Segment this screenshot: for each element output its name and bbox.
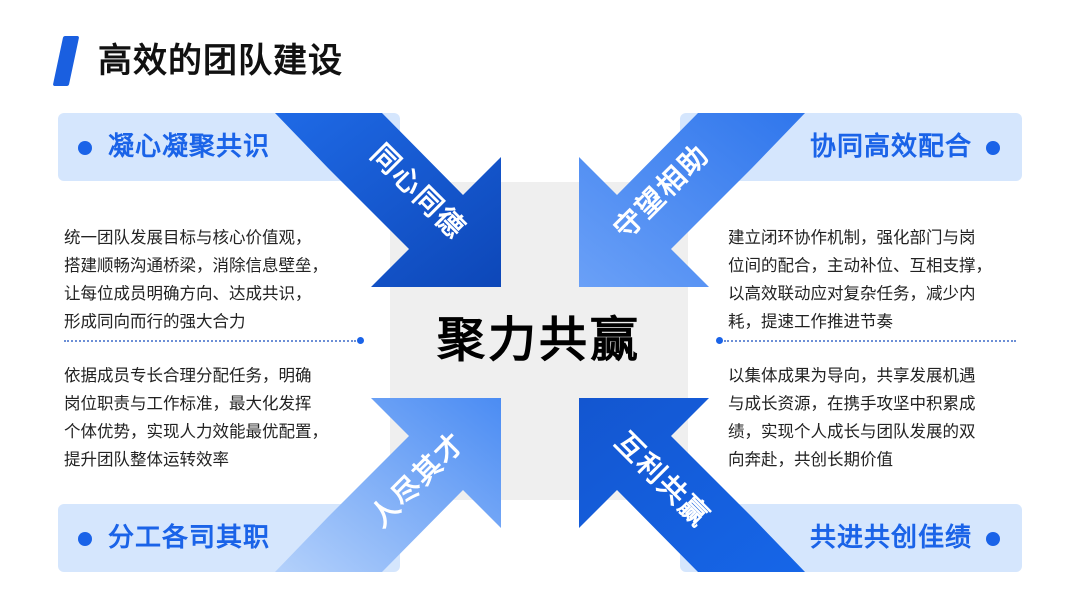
paragraph-line: 岗位职责与工作标准，最大化发挥 — [64, 394, 312, 413]
center-title: 聚力共赢 — [436, 312, 641, 368]
corner-label-bottom-right: 共进共创佳绩 — [809, 523, 972, 553]
separator-dot-icon — [357, 337, 364, 344]
bullet-dot-icon — [986, 532, 1000, 546]
separator-dot-icon — [716, 337, 723, 344]
paragraph-line: 搭建顺畅沟通桥梁，消除信息壁垒， — [64, 256, 328, 275]
bullet-dot-icon — [986, 141, 1000, 155]
paragraph-line: 让每位成员明确方向、达成共识， — [64, 284, 312, 303]
arrow-top-right — [579, 113, 805, 287]
paragraph-line: 依据成员专长合理分配任务，明确 — [64, 366, 312, 385]
paragraph-line: 个体优势，实现人力效能最优配置， — [64, 422, 328, 441]
page-title: 高效的团队建设 — [98, 41, 343, 81]
paragraph-line: 绩，实现个人成长与团队发展的双 — [728, 422, 976, 441]
paragraph-line: 位间的配合，主动补位、互相支撑， — [728, 256, 992, 275]
separator-left — [64, 340, 356, 342]
paragraph-line: 提升团队整体运转效率 — [64, 450, 229, 469]
separator-right — [724, 340, 1016, 342]
arrow-bottom-left — [275, 398, 501, 572]
paragraph-line: 以高效联动应对复杂任务，减少内 — [728, 284, 976, 303]
arrow-top-left — [275, 113, 501, 287]
corner-label-top-right: 协同高效配合 — [809, 132, 972, 162]
corner-label-bottom-left: 分工各司其职 — [108, 523, 271, 553]
paragraph-line: 向奔赴，共创长期价值 — [728, 450, 893, 469]
paragraph-line: 耗，提速工作推进节奏 — [728, 312, 893, 331]
paragraph-line: 建立闭环协作机制，强化部门与岗 — [728, 228, 976, 247]
paragraph-line: 统一团队发展目标与核心价值观， — [64, 228, 312, 247]
paragraph-top-left: 统一团队发展目标与核心价值观， 搭建顺畅沟通桥梁，消除信息壁垒， 让每位成员明确… — [64, 224, 328, 336]
paragraph-line: 形成同向而行的强大合力 — [64, 312, 246, 331]
paragraph-line: 与成长资源，在携手攻坚中积累成 — [728, 394, 976, 413]
bullet-dot-icon — [78, 141, 92, 155]
arrow-bottom-right — [579, 398, 805, 572]
corner-label-top-left: 凝心凝聚共识 — [108, 132, 271, 162]
paragraph-line: 以集体成果为导向，共享发展机遇 — [728, 366, 976, 385]
paragraph-bottom-left: 依据成员专长合理分配任务，明确 岗位职责与工作标准，最大化发挥 个体优势，实现人… — [64, 362, 328, 474]
paragraph-bottom-right: 以集体成果为导向，共享发展机遇 与成长资源，在携手攻坚中积累成 绩，实现个人成长… — [728, 362, 976, 474]
bullet-dot-icon — [78, 532, 92, 546]
paragraph-top-right: 建立闭环协作机制，强化部门与岗 位间的配合，主动补位、互相支撑， 以高效联动应对… — [728, 224, 992, 336]
